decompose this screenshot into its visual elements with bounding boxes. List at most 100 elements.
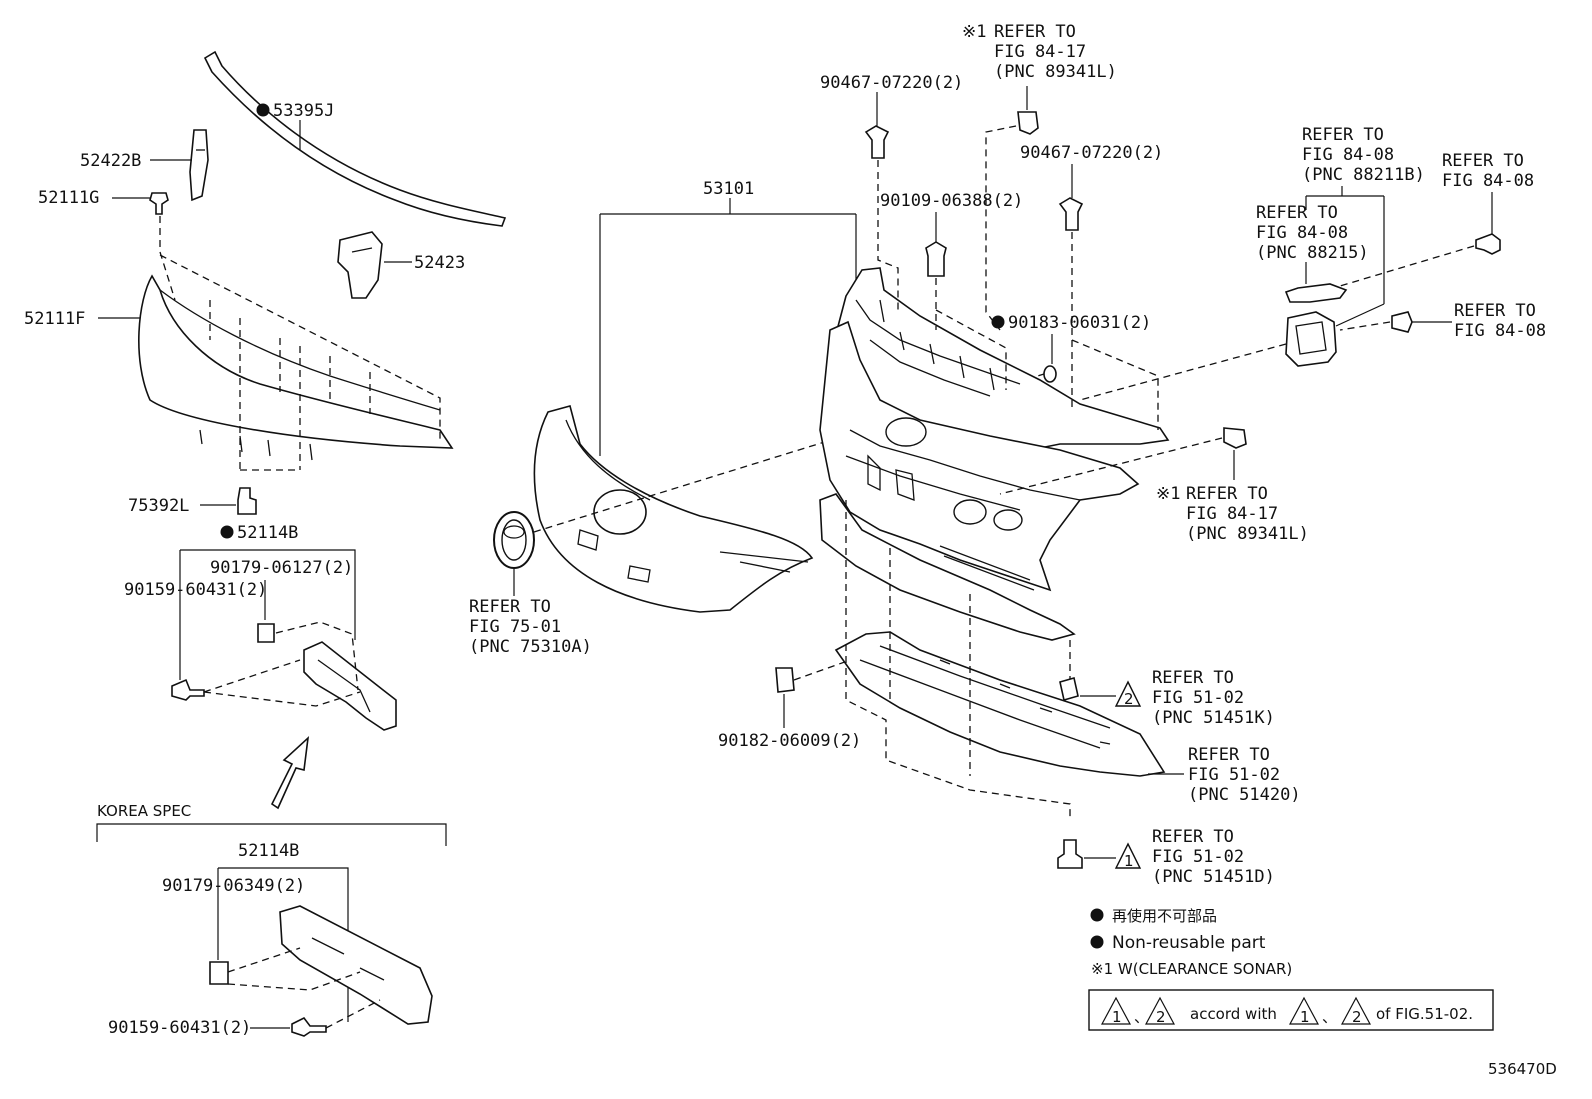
label-53395j: 53395J <box>273 101 334 121</box>
clip-51451k <box>1059 676 1079 702</box>
non-reusable-dot <box>991 315 1005 329</box>
clip-89341l-side <box>1223 427 1247 449</box>
refer-88215-l2: FIG 84-08 <box>1256 223 1348 243</box>
refer-51451d-l2: FIG 51-02 <box>1152 847 1244 867</box>
refer-88211b-l3: (PNC 88211B) <box>1302 165 1425 185</box>
refer-84-17-top-l3: (PNC 89341L) <box>994 62 1117 82</box>
legend-box-mark2: 2 <box>1156 1008 1166 1026</box>
label-90159-60431-bot: 90159-60431(2) <box>108 1018 251 1038</box>
legend-jp: 再使用不可部品 <box>1112 907 1217 925</box>
direction-arrow <box>270 735 310 810</box>
bolt-90159-60431-bot <box>291 1016 327 1037</box>
label-75392l: 75392L <box>128 496 189 516</box>
triangle-mark-2 <box>1114 680 1142 707</box>
bolt-51451d <box>1057 839 1083 869</box>
license-bracket-52114b <box>303 641 397 731</box>
license-bracket-korea <box>279 905 433 1025</box>
refer-51451k-l2: FIG 51-02 <box>1152 688 1244 708</box>
label-52114b-korea: 52114B <box>238 841 299 861</box>
refer-84-17-side-l3: (PNC 89341L) <box>1186 524 1309 544</box>
refer-51451k-l3: (PNC 51451K) <box>1152 708 1275 728</box>
legend-box-mark1b: 1 <box>1300 1008 1310 1026</box>
non-reusable-dot <box>256 103 270 117</box>
refer-51420-l1: REFER TO <box>1188 745 1270 765</box>
refer-51451d-l1: REFER TO <box>1152 827 1234 847</box>
refer-88215-l1: REFER TO <box>1256 203 1338 223</box>
label-90467-b: 90467-07220(2) <box>1020 143 1163 163</box>
refer-84-17-top-l2: FIG 84-17 <box>994 42 1086 62</box>
refer-84-17-side-l1: REFER TO <box>1186 484 1268 504</box>
legend-dot-en <box>1090 935 1104 949</box>
refer-88211b-l1: REFER TO <box>1302 125 1384 145</box>
nut-90183 <box>1043 365 1057 383</box>
non-reusable-dot <box>220 525 234 539</box>
legend-note1: ※1 W(CLEARANCE SONAR) <box>1091 960 1292 978</box>
refer-prefix-r1: ※1 <box>962 22 986 42</box>
screw-84-08-a <box>1475 233 1501 255</box>
refer-84-08-a-l1: REFER TO <box>1442 151 1524 171</box>
label-52111f: 52111F <box>24 309 85 329</box>
bolt-90109 <box>925 241 947 277</box>
refer-fig-75-01-l3: (PNC 75310A) <box>469 637 592 657</box>
refer-fig-75-01-l2: FIG 75-01 <box>469 617 561 637</box>
triangle-mark-2-num: 2 <box>1124 690 1134 708</box>
triangle-mark-1-num: 1 <box>1124 852 1134 870</box>
legend-dot-jp <box>1090 908 1104 922</box>
refer-84-17-top-l1: REFER TO <box>994 22 1076 42</box>
emblem-75310a <box>493 511 535 569</box>
label-53101: 53101 <box>703 179 754 199</box>
sensor-holder-88215 <box>1284 283 1348 303</box>
refer-84-17-side-l2: FIG 84-17 <box>1186 504 1278 524</box>
refer-84-08-b-l2: FIG 84-08 <box>1454 321 1546 341</box>
bracket-52422b <box>189 129 209 202</box>
bracket-52423 <box>337 231 383 299</box>
refer-prefix-r6: ※1 <box>1156 484 1180 504</box>
sonar-sensor-88211b <box>1285 311 1337 367</box>
triangle-mark-1 <box>1114 842 1142 869</box>
molding-strip-53395j <box>203 50 507 227</box>
bumper-cover-53101 <box>533 405 814 613</box>
legend-box-mark1: 1 <box>1112 1008 1122 1026</box>
refer-84-08-a-l2: FIG 84-08 <box>1442 171 1534 191</box>
clip-75392l <box>237 487 257 515</box>
label-52423: 52423 <box>414 253 465 273</box>
refer-88211b-l2: FIG 84-08 <box>1302 145 1394 165</box>
nut-90179-06127 <box>257 623 275 643</box>
refer-84-08-b-l1: REFER TO <box>1454 301 1536 321</box>
refer-88215-l3: (PNC 88215) <box>1256 243 1369 263</box>
korea-spec-label: KOREA SPEC <box>97 802 191 820</box>
label-90179-06349: 90179-06349(2) <box>162 876 305 896</box>
refer-51420-l3: (PNC 51420) <box>1188 785 1301 805</box>
bolt-90159-60431-top <box>171 678 205 701</box>
nut-90179-06349 <box>209 961 229 985</box>
clip-89341l-top <box>1017 111 1039 135</box>
clip-90182 <box>775 667 795 693</box>
legend-box-suffix: of FIG.51-02. <box>1376 1005 1473 1023</box>
clip-52111g <box>149 192 169 215</box>
diagram-id: 536470D <box>1488 1060 1557 1078</box>
bolt-90467-b <box>1058 197 1084 231</box>
label-52114b-top: 52114B <box>237 523 298 543</box>
legend-box-mark2b: 2 <box>1352 1008 1362 1026</box>
grille-assembly <box>819 267 1170 641</box>
screw-84-08-b <box>1391 311 1413 333</box>
label-52111g: 52111G <box>38 188 99 208</box>
label-90179-06127: 90179-06127(2) <box>210 558 353 578</box>
bolt-90467-a <box>864 125 890 159</box>
label-90183: 90183-06031(2) <box>1008 313 1151 333</box>
legend-box-sep1: 、 <box>1134 1008 1149 1026</box>
grille-frame-52111f <box>138 274 454 461</box>
refer-51451k-l1: REFER TO <box>1152 668 1234 688</box>
legend-box-sep2: 、 <box>1322 1008 1337 1026</box>
legend-en: Non-reusable part <box>1112 933 1266 953</box>
label-90159-60431-top: 90159-60431(2) <box>124 580 267 600</box>
label-90467-a: 90467-07220(2) <box>820 73 963 93</box>
label-90109: 90109-06388(2) <box>880 191 1023 211</box>
legend-box-text: accord with <box>1190 1005 1277 1023</box>
refer-fig-75-01-l1: REFER TO <box>469 597 551 617</box>
refer-51420-l2: FIG 51-02 <box>1188 765 1280 785</box>
label-52422b: 52422B <box>80 151 141 171</box>
engine-under-cover-51420 <box>834 631 1166 777</box>
refer-51451d-l3: (PNC 51451D) <box>1152 867 1275 887</box>
